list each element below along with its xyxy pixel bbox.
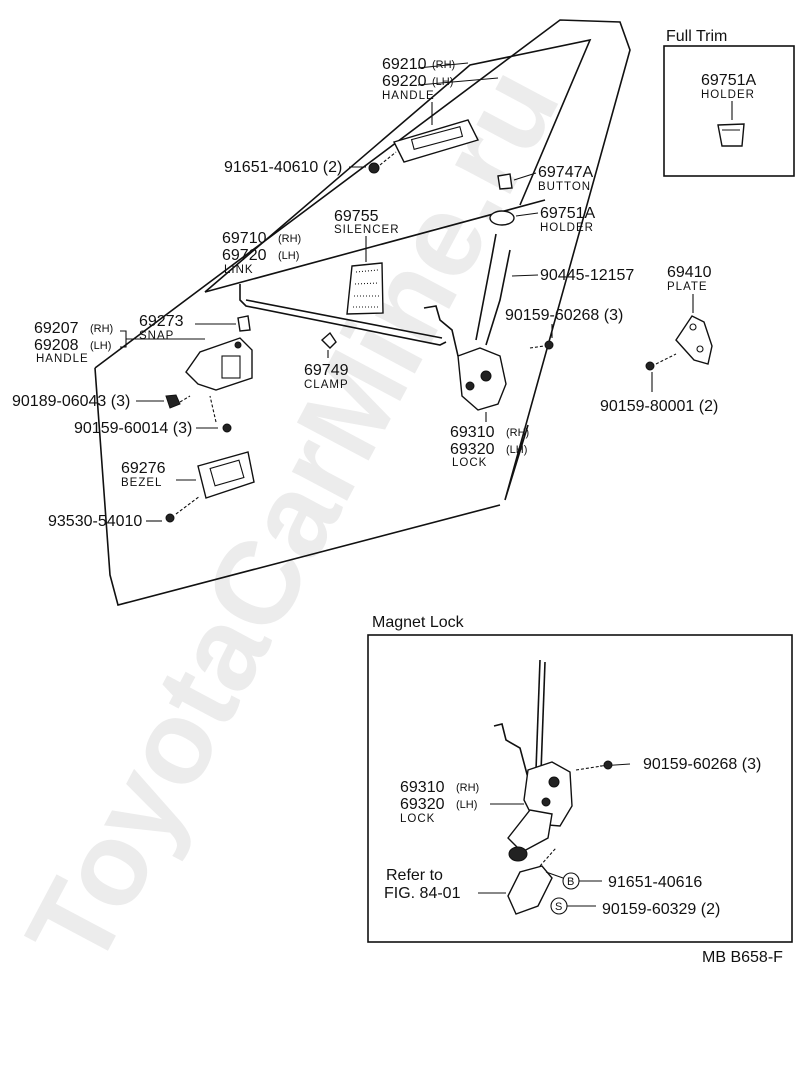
screw-bezel-number: 93530-54010 [48,513,142,530]
handle-inner-number-lh: 69208 [34,337,79,354]
screw-s-marker-letter: S [555,901,562,913]
magnet-lock-name: LOCK [400,813,435,825]
screw-handle-icon [368,162,380,174]
handle-inner-number-rh: 69207 [34,320,79,337]
handle-outer-suffix-lh: (LH) [432,76,453,88]
button-number: 69747A [538,164,593,181]
link-name: LINK [224,264,254,276]
handle-inner-name: HANDLE [36,353,89,365]
full-trim-holder-icon [717,123,745,147]
rod-number: 90445-12157 [540,267,634,284]
handle-outer-number-lh: 69220 [382,73,427,90]
refer-line-2: FIG. 84-01 [384,885,461,902]
screw-handle-inner-number: 90159-60014 (3) [74,420,192,437]
clamp-number: 69749 [304,362,349,379]
link-suffix-lh: (LH) [278,250,299,262]
lock-suffix-lh: (LH) [506,444,527,456]
magnet-lock-title: Magnet Lock [372,614,465,631]
lock-name: LOCK [452,457,487,469]
bezel-name: BEZEL [121,477,162,489]
magnet-lock-number-lh: 69320 [400,796,445,813]
silencer-number: 69755 [334,208,379,225]
lock-number-rh: 69310 [450,424,495,441]
clamp-name: CLAMP [304,379,349,391]
plate-name: PLATE [667,281,708,293]
plate-number: 69410 [667,264,712,281]
snap-icon [237,315,251,332]
handle-inner-suffix-lh: (LH) [90,340,111,352]
button-icon [497,173,513,190]
handle-outer-icon [393,119,479,163]
nut-number: 90189-06043 (3) [12,393,130,410]
silencer-icon [346,262,384,315]
full-trim-holder-name: HOLDER [701,89,755,101]
link-rod [239,284,447,346]
full-trim-box [663,45,795,177]
snap-number: 69273 [139,313,184,330]
link-number-rh: 69710 [222,230,267,247]
bolt-b-marker-letter: B [567,876,574,888]
handle-outer-number-rh: 69210 [382,56,427,73]
link-number-lh: 69720 [222,247,267,264]
rod-icon [475,233,497,341]
full-trim-title: Full Trim [666,28,727,45]
bezel-number: 69276 [121,460,166,477]
magnet-lock-body-icon [523,761,573,827]
figure-code: MB B658-F [702,949,783,966]
magnet-screw-number: 90159-60268 (3) [643,756,761,773]
screw-plate-icon [645,361,655,371]
magnet-lock-suffix-lh: (LH) [456,799,477,811]
snap-name: SNAP [139,330,174,342]
nut-icon [165,394,181,409]
holder-number: 69751A [540,205,595,222]
handle-inner-suffix-rh: (RH) [90,323,113,335]
bolt-b-number: 91651-40616 [608,874,702,891]
screw-bezel-icon [165,513,175,523]
door-outline [94,19,631,606]
screw-handle-inner-icon [222,423,232,433]
lock-suffix-rh: (RH) [506,427,529,439]
screw-s-number: 90159-60329 (2) [602,901,720,918]
magnet-lock-suffix-rh: (RH) [456,782,479,794]
lock-number-lh: 69320 [450,441,495,458]
magnet-lock-box [367,634,793,943]
magnet-lock-motor-icon [507,865,553,915]
screw-lock-number: 90159-60268 (3) [505,307,623,324]
holder-name: HOLDER [540,222,594,234]
clamp-icon [320,331,337,349]
screw-lock-icon [544,340,554,350]
holder-icon [489,210,515,226]
button-name: BUTTON [538,181,591,193]
magnet-lock-number-rh: 69310 [400,779,445,796]
handle-outer-name: HANDLE [382,90,435,102]
link-suffix-rh: (RH) [278,233,301,245]
magnet-screw-icon [603,760,613,770]
handle-inner-icon [185,337,253,391]
screw-plate-number: 90159-80001 (2) [600,398,718,415]
silencer-name: SILENCER [334,224,400,236]
plate-icon [675,315,713,365]
full-trim-holder-number: 69751A [701,72,756,89]
screw-handle-number: 91651-40610 (2) [224,159,342,176]
magnet-lock-rod [535,659,541,771]
magnet-lock-actuator-icon [507,809,553,853]
refer-line-1: Refer to [386,867,443,884]
